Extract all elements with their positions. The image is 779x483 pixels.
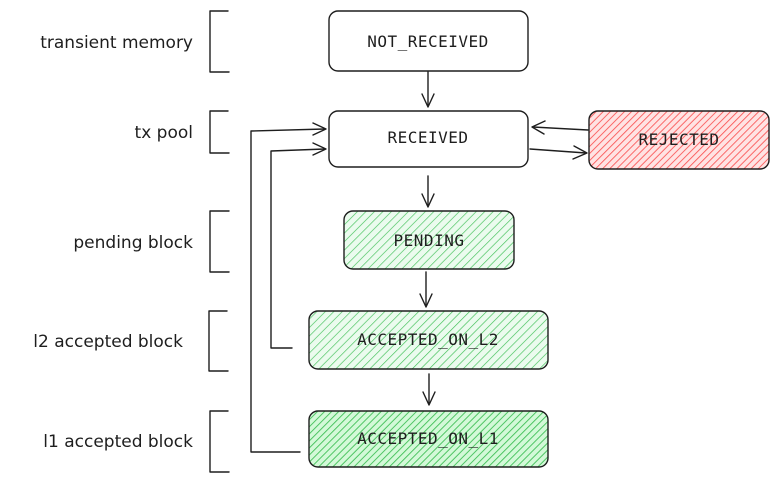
layer-label-l1-accepted-block: l1 accepted block: [43, 432, 193, 452]
state-not-received: NOT_RECEIVED: [328, 10, 529, 72]
state-rejected-label: REJECTED: [638, 130, 719, 149]
state-accepted-on-l1-label: ACCEPTED_ON_L1: [357, 429, 499, 448]
arrow-accepted-l1-to-received: [250, 122, 327, 453]
arrow-accepted-l2-to-received: [270, 142, 327, 349]
layer-label-transient-memory: transient memory: [40, 33, 193, 53]
layer-label-tx-pool: tx pool: [135, 123, 193, 143]
arrow-accepted-l2-to-accepted-l1: [422, 373, 436, 406]
bracket-l2-accepted-block: [208, 310, 229, 372]
state-received: RECEIVED: [328, 110, 529, 168]
state-accepted-on-l1: ACCEPTED_ON_L1: [308, 410, 549, 468]
layer-label-l2-accepted-block: l2 accepted block: [33, 332, 183, 352]
bracket-l1-accepted-block: [209, 410, 230, 473]
state-received-label: RECEIVED: [387, 128, 468, 147]
arrow-rejected-to-received: [531, 120, 589, 135]
state-pending: PENDING: [343, 210, 515, 270]
state-rejected: REJECTED: [588, 110, 770, 170]
state-accepted-on-l2: ACCEPTED_ON_L2: [308, 310, 549, 370]
arrow-not-received-to-received: [421, 71, 435, 108]
bracket-transient-memory: [209, 10, 230, 73]
bracket-pending-block: [209, 210, 230, 273]
arrow-received-to-rejected: [529, 145, 588, 160]
state-not-received-label: NOT_RECEIVED: [367, 32, 489, 51]
bracket-tx-pool: [209, 110, 230, 154]
state-pending-label: PENDING: [394, 231, 465, 250]
arrow-received-to-pending: [421, 175, 435, 208]
layer-label-pending-block: pending block: [73, 233, 193, 253]
arrow-pending-to-accepted-l2: [419, 271, 433, 308]
state-accepted-on-l2-label: ACCEPTED_ON_L2: [357, 330, 499, 349]
